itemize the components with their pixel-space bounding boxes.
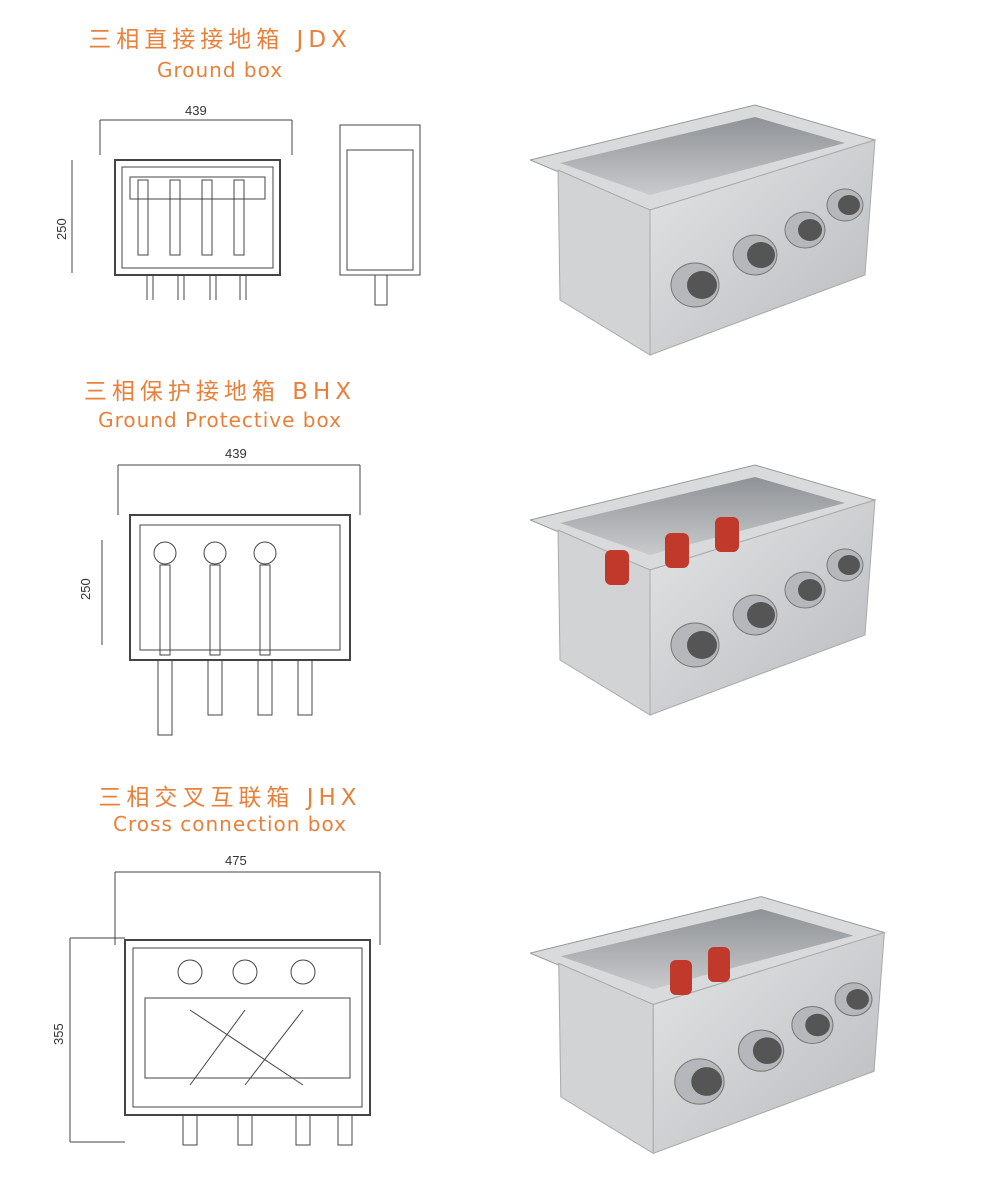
photo-jhx	[530, 875, 910, 1175]
section-title-bhx: 三相保护接地箱 BHX	[83, 379, 357, 405]
section-title-jdx: 三相直接接地箱 JDX	[88, 27, 352, 53]
section-title-jhx: 三相交叉互联箱 JHX	[98, 785, 362, 811]
section-subtitle-bhx: Ground Protective box	[98, 408, 342, 432]
photo-jdx	[530, 85, 900, 375]
width-dimension: 439	[185, 103, 207, 118]
photo-bhx	[530, 445, 900, 735]
drawing-jhx: 475 355	[51, 853, 381, 1146]
section-subtitle-jhx: Cross connection box	[113, 812, 347, 836]
drawing-jdx: 439 250	[54, 103, 421, 306]
width-dimension: 475	[225, 853, 247, 868]
section-subtitle-jdx: Ground box	[156, 58, 284, 82]
height-dimension: 250	[54, 218, 69, 240]
drawing-bhx: 439 250	[78, 446, 361, 736]
height-dimension: 250	[78, 578, 93, 600]
width-dimension: 439	[225, 446, 247, 461]
height-dimension: 355	[51, 1023, 66, 1045]
